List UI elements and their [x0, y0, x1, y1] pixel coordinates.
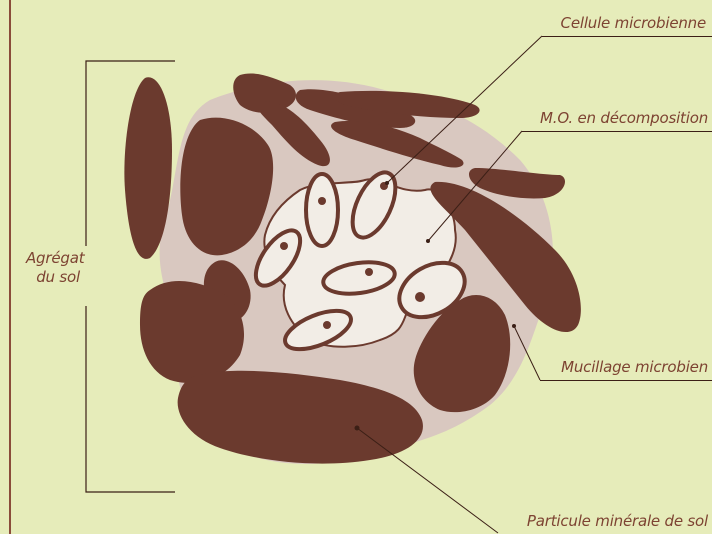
- leader-line-mineral-particle: [357, 428, 498, 533]
- label-underline: [540, 380, 712, 381]
- label-microbial-cell: Cellule microbienne: [561, 14, 706, 32]
- label-underline: [542, 36, 712, 37]
- label-aggregate-line2: du sol: [26, 268, 80, 286]
- label-aggregate-line1: Agrégat: [26, 249, 80, 267]
- label-underline: [522, 131, 712, 132]
- microbial-cell: [306, 174, 338, 246]
- label-microbial-mucilage: Mucillage microbien: [561, 358, 708, 376]
- label-decomposing-om: M.O. en décomposition: [540, 109, 708, 127]
- label-mineral-particle: Particule minérale de sol: [527, 512, 708, 530]
